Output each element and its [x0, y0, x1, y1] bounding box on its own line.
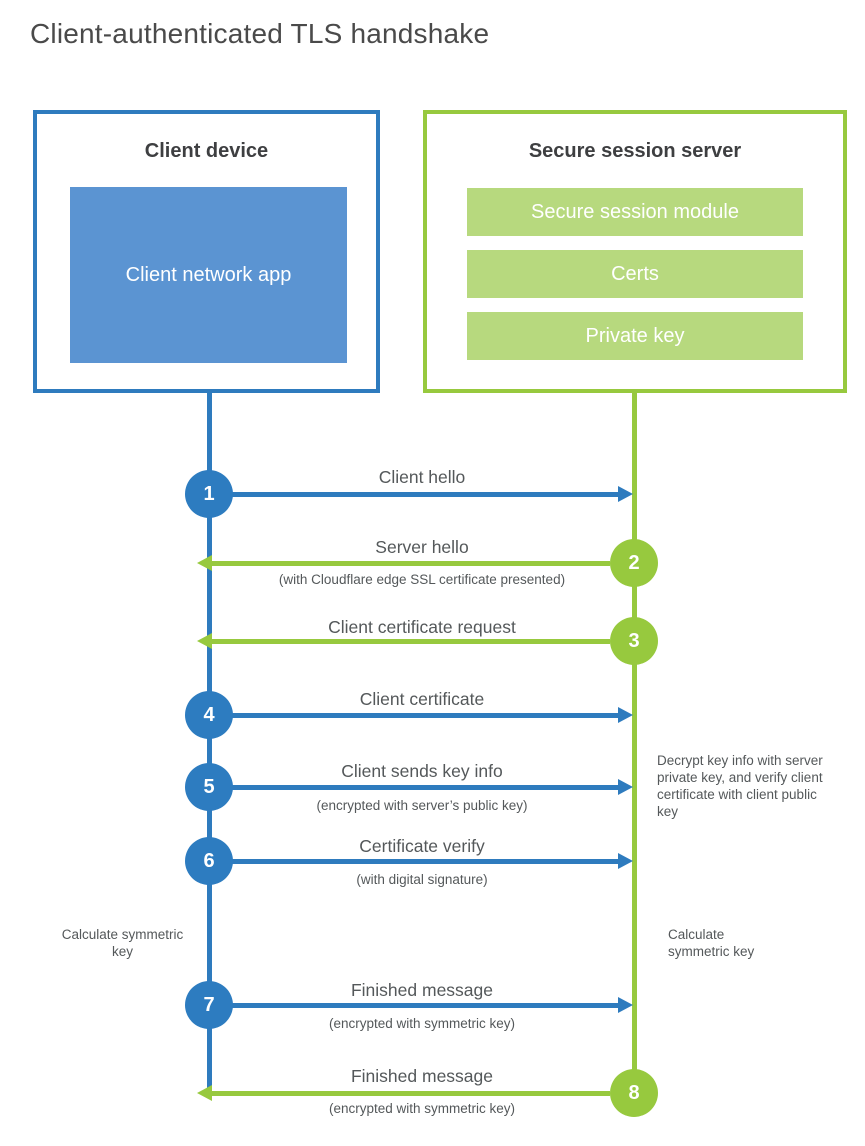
- calculate-symmetric-key-note-client: Calculate symmetric key: [61, 927, 184, 959]
- step5-label: Client sends key info: [341, 761, 503, 781]
- step7-label: Finished message: [350, 980, 494, 1000]
- step6-sublabel: (with digital signature): [356, 872, 488, 887]
- decrypt-key-note: Decrypt key info with server private key…: [657, 753, 823, 819]
- step8-arrowhead-icon: [197, 1085, 212, 1101]
- step8-arrow-shaft: [212, 1091, 610, 1096]
- step4-arrowhead-icon: [618, 707, 633, 723]
- step1-arrowhead-icon: [618, 486, 633, 502]
- step8-label: Finished message: [350, 1066, 494, 1086]
- step6-arrow-shaft: [230, 859, 618, 864]
- step7-arrowhead-icon: [618, 997, 633, 1013]
- server-modules: Secure session module Certs Private key: [427, 188, 843, 360]
- step6-label: Certificate verify: [359, 836, 485, 856]
- server-lifeline: [632, 392, 637, 1093]
- server-module-secure-session: Secure session module: [467, 188, 803, 236]
- step4-arrow-shaft: [230, 713, 618, 718]
- step4-circle: 4: [185, 691, 233, 739]
- step8-circle: 8: [610, 1069, 658, 1117]
- step3-label: Client certificate request: [328, 617, 516, 637]
- calculate-symmetric-key-note-server: Calculate symmetric key: [668, 927, 755, 959]
- server-module-certs: Certs: [467, 250, 803, 298]
- step2-sublabel: (with Cloudflare edge SSL certificate pr…: [278, 572, 566, 587]
- step7-circle: 7: [185, 981, 233, 1029]
- step5-arrow-shaft: [230, 785, 618, 790]
- client-lifeline: [207, 392, 212, 1095]
- step3-arrowhead-icon: [197, 633, 212, 649]
- step5-arrowhead-icon: [618, 779, 633, 795]
- client-network-app-block: Client network app: [70, 187, 347, 363]
- step6-arrowhead-icon: [618, 853, 633, 869]
- step3-arrow-shaft: [212, 639, 610, 644]
- step2-label: Server hello: [375, 537, 469, 557]
- step7-arrow-shaft: [230, 1003, 618, 1008]
- step5-sublabel: (encrypted with server’s public key): [316, 798, 528, 813]
- step8-sublabel: (encrypted with symmetric key): [328, 1101, 516, 1116]
- client-network-app-label: Client network app: [125, 264, 292, 286]
- step4-label: Client certificate: [359, 689, 485, 709]
- server-module-private-key: Private key: [467, 312, 803, 360]
- step2-arrowhead-icon: [197, 555, 212, 571]
- step6-circle: 6: [185, 837, 233, 885]
- step7-sublabel: (encrypted with symmetric key): [328, 1016, 516, 1031]
- step2-circle: 2: [610, 539, 658, 587]
- secure-session-server-box: Secure session server Secure session mod…: [423, 110, 847, 393]
- step5-circle: 5: [185, 763, 233, 811]
- step2-arrow-shaft: [212, 561, 610, 566]
- secure-session-server-title: Secure session server: [528, 140, 742, 162]
- step1-circle: 1: [185, 470, 233, 518]
- step1-label: Client hello: [378, 467, 466, 487]
- client-device-title: Client device: [144, 140, 269, 162]
- client-device-box: Client device Client network app: [33, 110, 380, 393]
- step1-arrow-shaft: [230, 492, 618, 497]
- page-title: Client-authenticated TLS handshake: [30, 18, 490, 49]
- step3-circle: 3: [610, 617, 658, 665]
